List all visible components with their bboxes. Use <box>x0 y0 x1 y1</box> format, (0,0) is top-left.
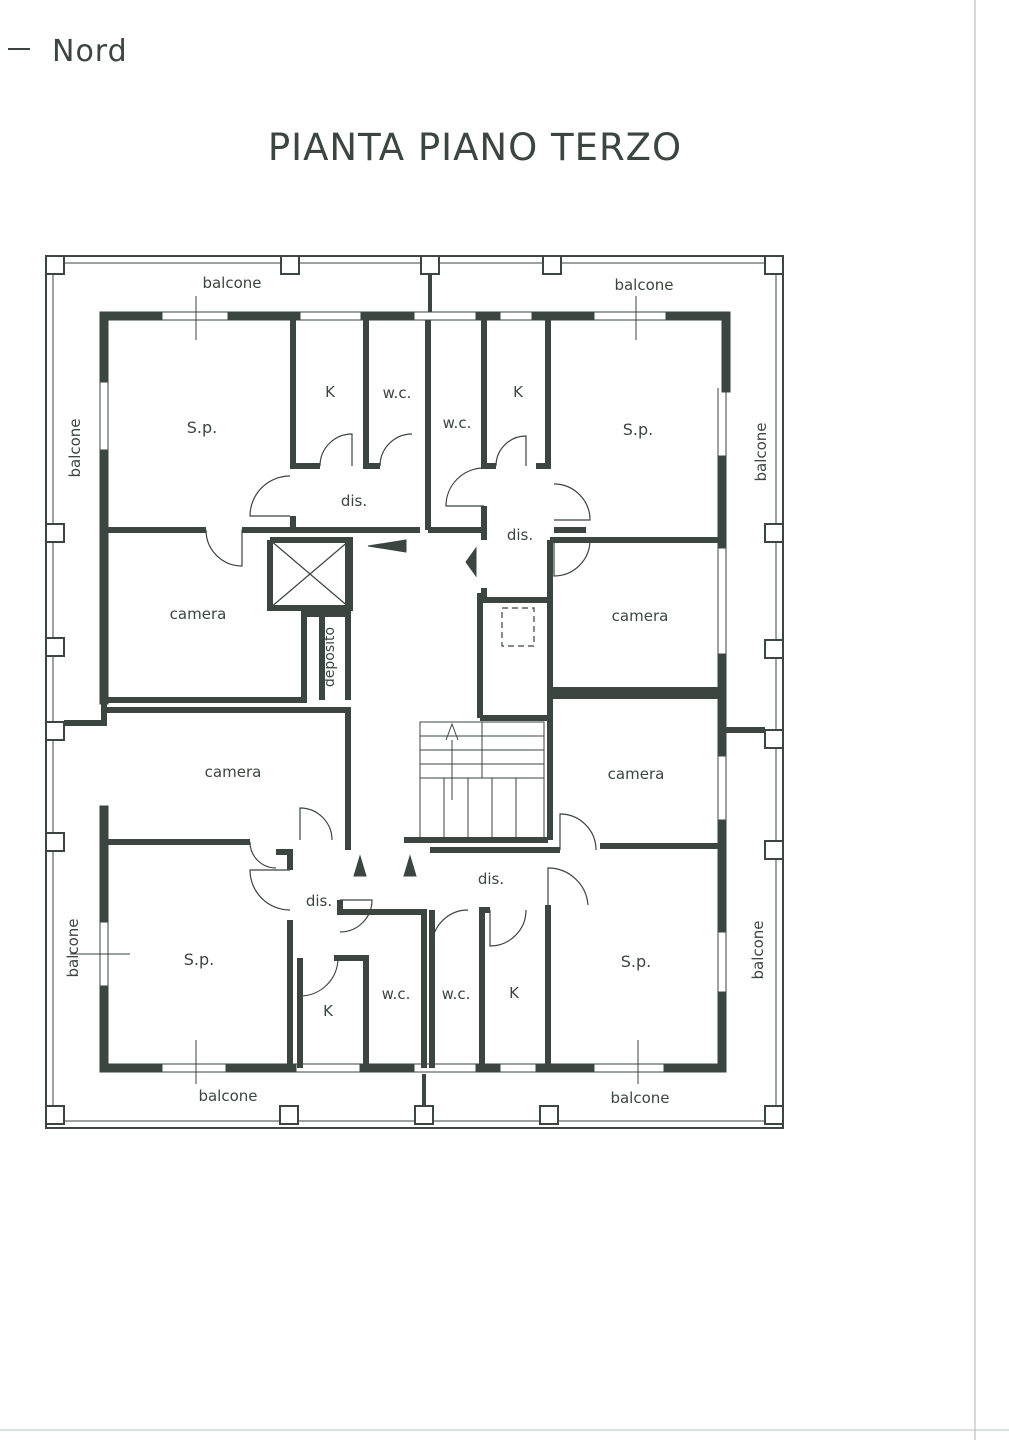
north-label: Nord <box>52 34 128 69</box>
label-disimpegno: dis. <box>478 870 504 888</box>
label-cucina: K <box>325 383 336 401</box>
pillar <box>764 840 784 860</box>
label-wc: w.c. <box>382 985 411 1003</box>
label-balcone: balcone <box>198 1087 257 1105</box>
exterior-walls <box>99 311 731 1073</box>
pillar <box>764 729 784 749</box>
label-camera: camera <box>170 605 227 623</box>
label-balcone: balcone <box>610 1089 669 1107</box>
label-wc: w.c. <box>443 414 472 432</box>
interior-walls <box>104 320 722 1068</box>
label-cucina: K <box>323 1002 334 1020</box>
label-balcone: balcone <box>66 418 84 477</box>
pillar <box>279 1105 299 1125</box>
pillar <box>45 1105 65 1125</box>
room-labels: balcone balcone balcone balcone balcone … <box>64 274 770 1107</box>
label-disimpegno: dis. <box>341 492 367 510</box>
label-camera: camera <box>612 607 669 625</box>
label-soggiorno: S.p. <box>184 950 214 969</box>
pillar <box>414 1105 434 1125</box>
label-soggiorno: S.p. <box>187 418 217 437</box>
elevator-shaft <box>269 539 351 609</box>
service-shaft <box>501 607 535 647</box>
label-wc: w.c. <box>383 384 412 402</box>
label-soggiorno: S.p. <box>621 952 651 971</box>
label-disimpegno: dis. <box>507 526 533 544</box>
label-balcone: balcone <box>64 918 82 977</box>
label-balcone: balcone <box>202 274 261 292</box>
pillar <box>45 721 65 741</box>
balcony-outline <box>45 255 784 1129</box>
staircase <box>419 721 545 841</box>
balcony-door-marks <box>70 296 639 1084</box>
label-cucina: K <box>513 383 524 401</box>
pillar <box>542 255 562 275</box>
label-soggiorno: S.p. <box>623 420 653 439</box>
label-disimpegno: dis. <box>306 892 332 910</box>
label-balcone: balcone <box>614 276 673 294</box>
pillar <box>764 1105 784 1125</box>
pillars <box>45 255 784 1125</box>
pillar <box>764 255 784 275</box>
balcony-stubs <box>64 700 765 733</box>
pillar <box>764 523 784 543</box>
north-arrow-icon <box>8 48 30 50</box>
pillar <box>420 255 440 275</box>
pillar <box>45 255 65 275</box>
label-camera: camera <box>205 763 262 781</box>
label-cucina: K <box>509 984 520 1002</box>
pillar <box>539 1105 559 1125</box>
label-balcone: balcone <box>749 920 767 979</box>
windows <box>99 311 727 1073</box>
label-camera: camera <box>608 765 665 783</box>
pillar <box>45 523 65 543</box>
pillar <box>764 639 784 659</box>
pillar <box>45 832 65 852</box>
pillar <box>280 255 300 275</box>
page-title: PIANTA PIANO TERZO <box>267 126 683 169</box>
label-balcone: balcone <box>752 422 770 481</box>
door-swings <box>205 433 597 997</box>
label-wc: w.c. <box>442 985 471 1003</box>
label-deposito: deposito <box>322 627 338 687</box>
entrance-door-markers <box>353 539 477 877</box>
pillar <box>45 637 65 657</box>
